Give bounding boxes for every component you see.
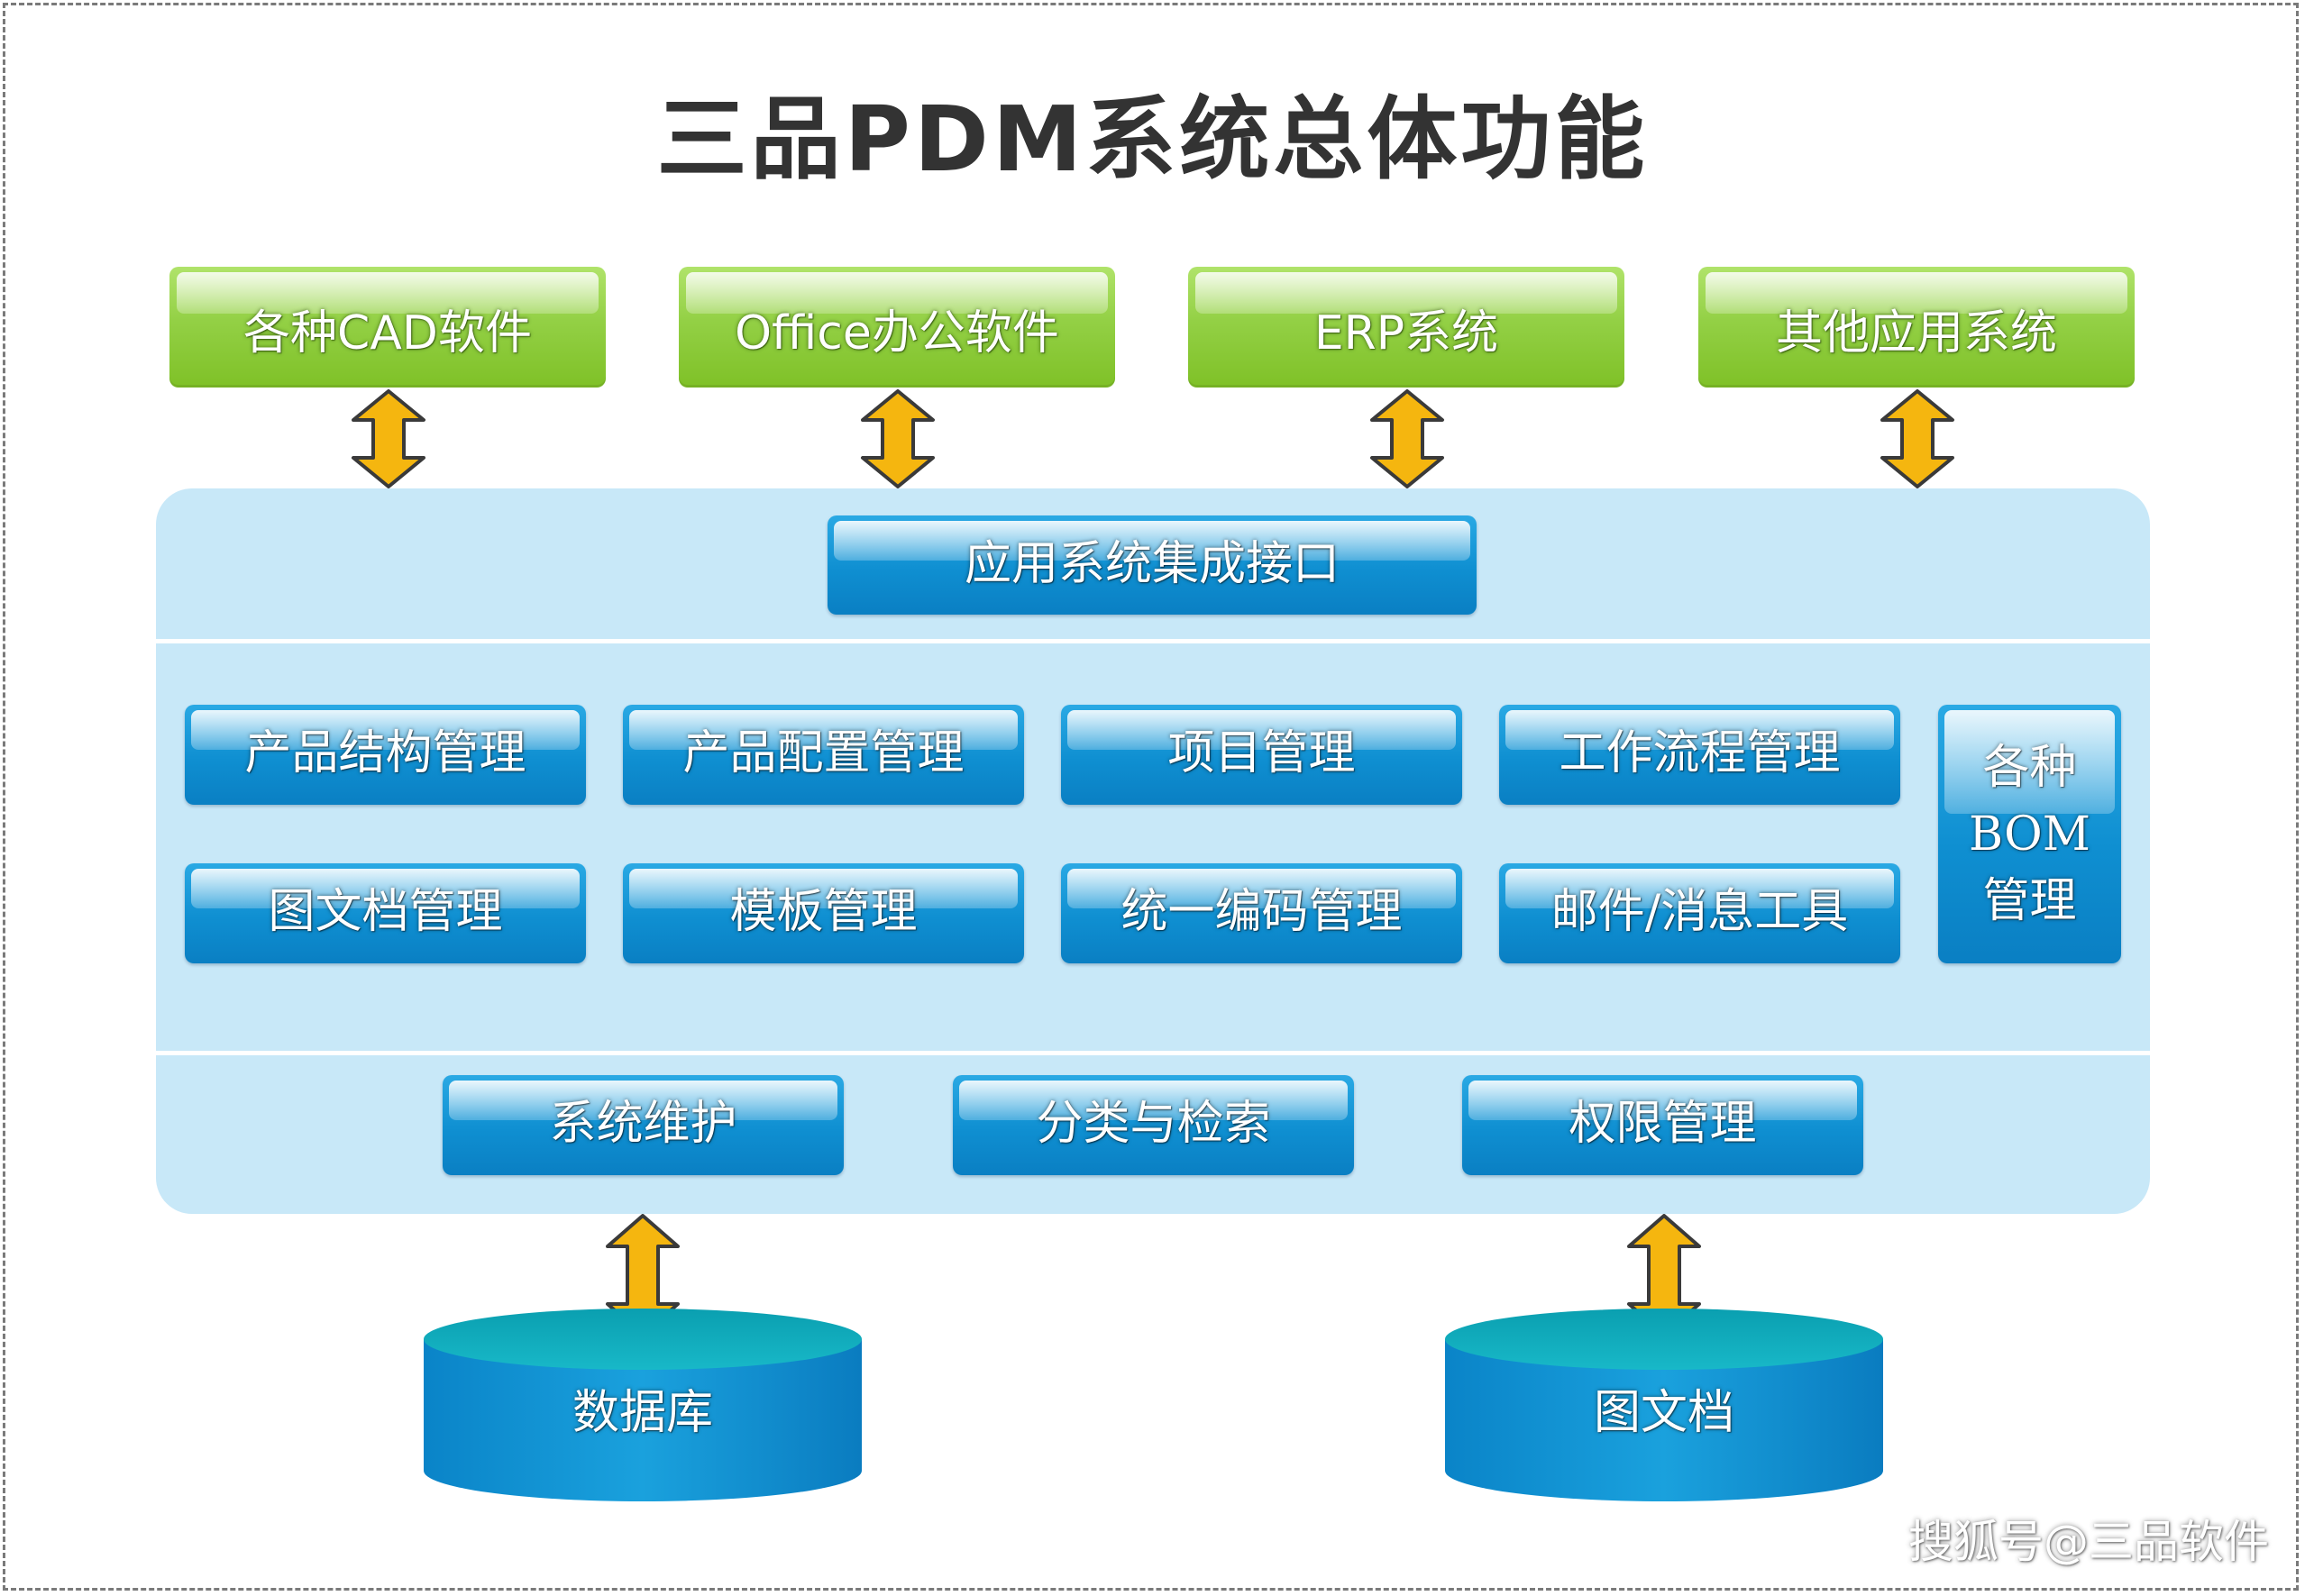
module-label: 统一编码管理 [1120,885,1403,939]
panel-divider [156,1051,2150,1055]
document-store-label: 图文档 [1593,1386,1734,1440]
system-box-label: Office办公软件 [735,306,1059,360]
bottom-module-label: 权限管理 [1569,1097,1757,1151]
bom-management-box: 各种 BOM 管理 [1938,705,2121,963]
database-label-wrap: 数据库 [420,1384,865,1442]
double-arrow-icon [1370,389,1444,488]
module-box: 工作流程管理 [1499,705,1900,805]
module-box: 项目管理 [1061,705,1462,805]
database-cylinder-icon [424,1309,862,1501]
system-box-cad: 各种CAD软件 [169,267,606,388]
module-label: 邮件/消息工具 [1550,885,1849,939]
integration-interface-label: 应用系统集成接口 [964,537,1340,591]
module-box: 图文档管理 [185,863,586,963]
module-label: 模板管理 [729,885,918,939]
double-arrow-icon [352,389,425,488]
module-box: 产品结构管理 [185,705,586,805]
module-label: 产品结构管理 [244,726,526,780]
system-box-other: 其他应用系统 [1698,267,2135,388]
bottom-module-box: 系统维护 [443,1075,844,1175]
bottom-module-label: 系统维护 [549,1097,737,1151]
page-title: 三品PDM系统总体功能 [656,87,1649,192]
watermark: 搜狐号@三品软件 [1908,1516,2269,1568]
module-label: 项目管理 [1167,726,1356,780]
bom-label-line3: 管理 [1982,874,2077,928]
document-store-cylinder-icon [1445,1309,1883,1501]
module-box: 统一编码管理 [1061,863,1462,963]
system-box-label: 其他应用系统 [1775,306,2057,360]
system-box-label: 各种CAD软件 [243,306,532,360]
integration-interface-box: 应用系统集成接口 [828,515,1477,615]
dashed-frame [3,3,2299,1591]
module-box: 邮件/消息工具 [1499,863,1900,963]
panel-divider [156,639,2150,643]
system-box-office: Office办公软件 [679,267,1115,388]
bottom-module-box: 分类与检索 [953,1075,1354,1175]
double-arrow-icon [861,389,935,488]
bom-label-line2: BOM [1968,807,2091,862]
database-label: 数据库 [572,1386,713,1440]
bom-label-line1: 各种 [1982,741,2077,795]
bottom-module-label: 分类与检索 [1036,1097,1271,1151]
document-store-label-wrap: 图文档 [1441,1384,1887,1442]
system-box-label: ERP系统 [1313,306,1499,360]
module-label: 产品配置管理 [682,726,965,780]
module-box: 产品配置管理 [623,705,1024,805]
double-arrow-icon [1880,389,1954,488]
module-label: 图文档管理 [268,885,503,939]
module-label: 工作流程管理 [1559,726,1841,780]
system-box-erp: ERP系统 [1188,267,1624,388]
bottom-module-box: 权限管理 [1462,1075,1863,1175]
module-box: 模板管理 [623,863,1024,963]
